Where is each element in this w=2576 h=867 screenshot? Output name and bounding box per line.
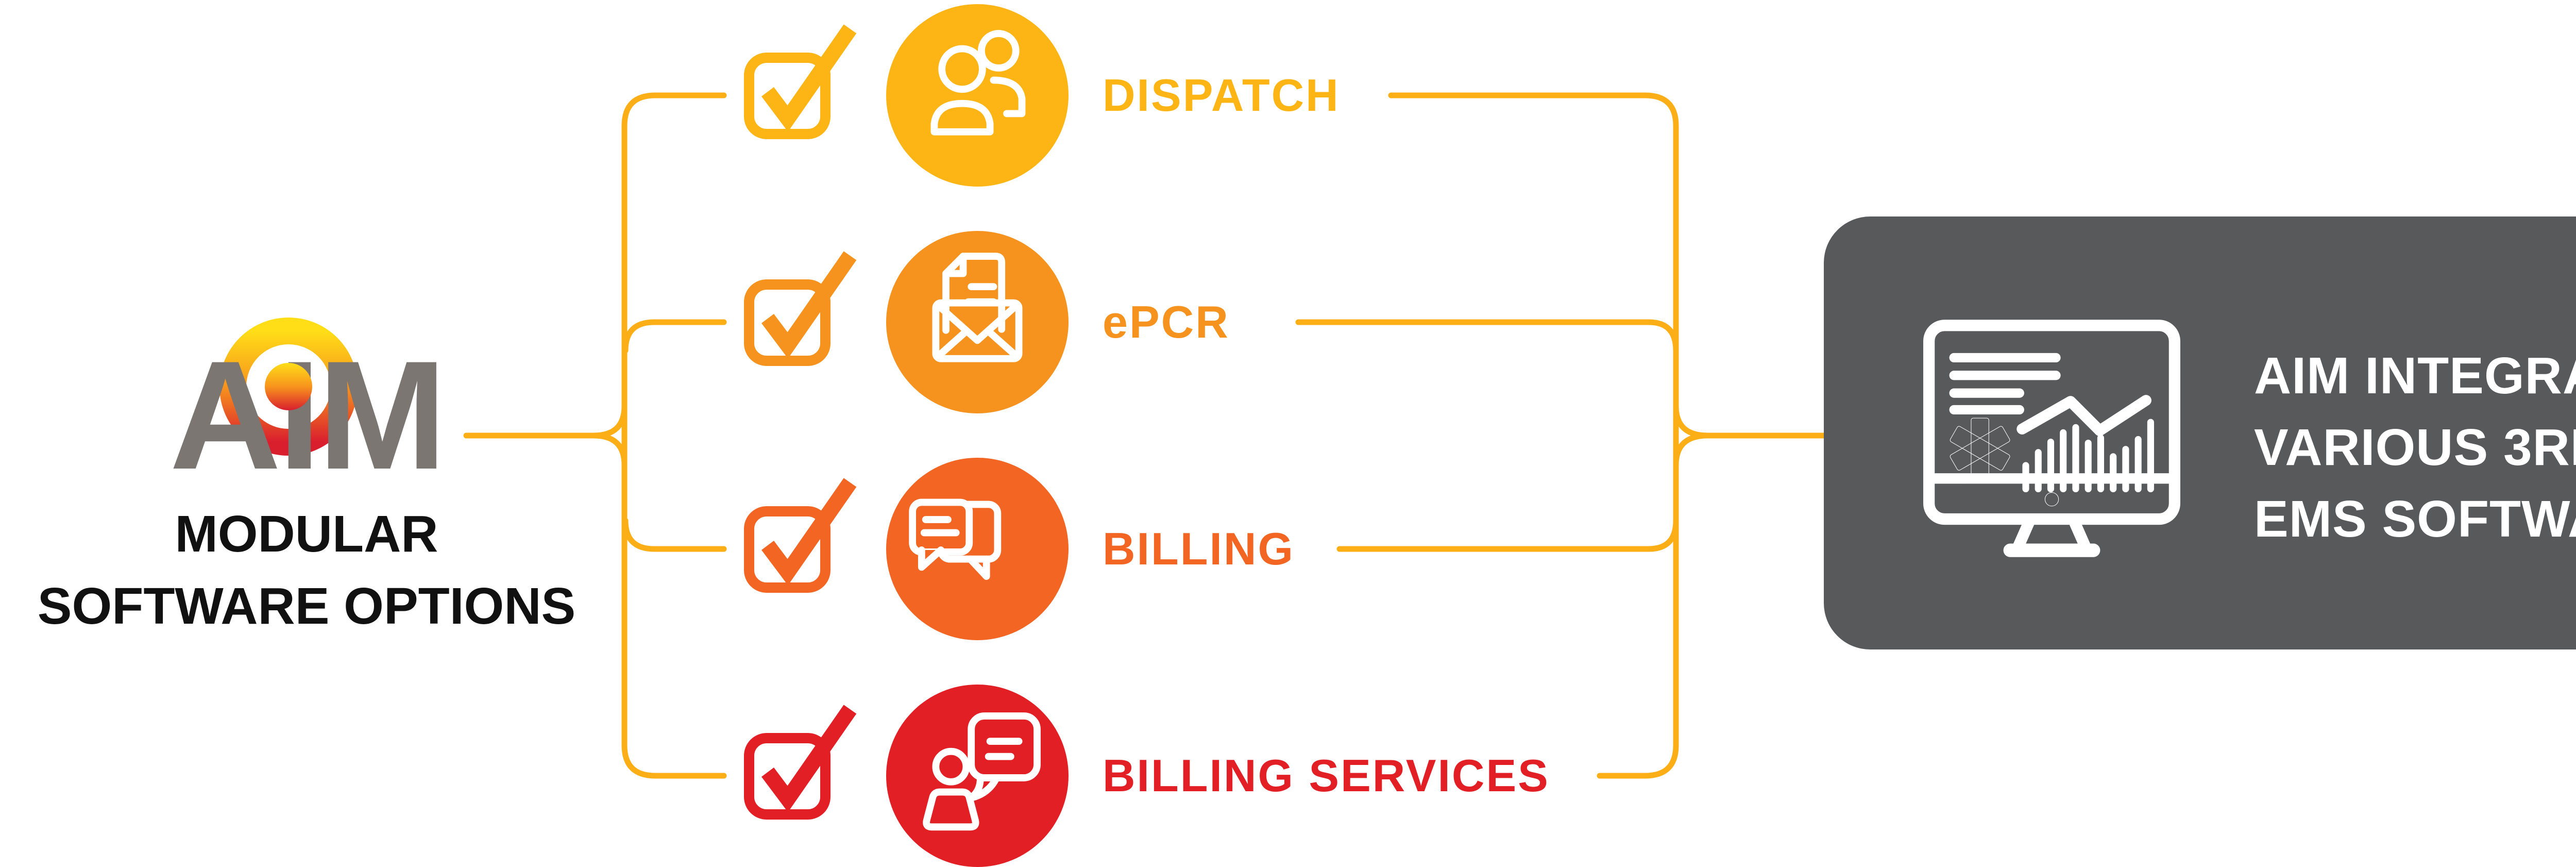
billing-checkbox[interactable] xyxy=(744,470,862,594)
dispatch-checkbox[interactable] xyxy=(744,16,862,140)
epcr-checkbox[interactable] xyxy=(744,243,862,367)
aim-wordmark: AIM xyxy=(170,328,447,502)
billing-services-label: BILLING SERVICES xyxy=(1103,750,1550,801)
dispatch-label: DISPATCH xyxy=(1103,70,1340,121)
aim-logo-ring-icon xyxy=(219,318,358,456)
integration-text-line1: AIM INTEGRATES WITH xyxy=(2254,347,2576,405)
integration-text-line2: VARIOUS 3RD PARTY xyxy=(2254,419,2576,476)
person-chat-icon xyxy=(923,712,1041,831)
chat-bubbles-icon xyxy=(909,498,1002,580)
trend-line-icon xyxy=(2016,395,2151,436)
envelope-document-icon xyxy=(932,253,1023,362)
billing-services-checkbox[interactable] xyxy=(744,697,862,821)
billing-label: BILLING xyxy=(1103,523,1295,574)
tagline-line1: MODULAR xyxy=(175,505,438,563)
aim-logo-bullseye-dot-icon xyxy=(265,363,312,410)
epcr-label: ePCR xyxy=(1103,296,1230,347)
integration-text-line3: EMS SOFTWARE xyxy=(2254,490,2576,548)
integration-panel: AIM INTEGRATES WITH VARIOUS 3RD PARTY EM… xyxy=(1824,216,2576,649)
tagline-line2: SOFTWARE OPTIONS xyxy=(37,577,576,635)
monitor-analytics-icon xyxy=(1923,320,2180,557)
team-icon xyxy=(930,30,1026,136)
logo-tagline: MODULAR SOFTWARE OPTIONS xyxy=(21,498,592,642)
bar-chart-icon xyxy=(2022,419,2154,493)
integration-text: AIM INTEGRATES WITH VARIOUS 3RD PARTY EM… xyxy=(2254,340,2576,555)
star-of-life-icon xyxy=(1950,418,2010,479)
